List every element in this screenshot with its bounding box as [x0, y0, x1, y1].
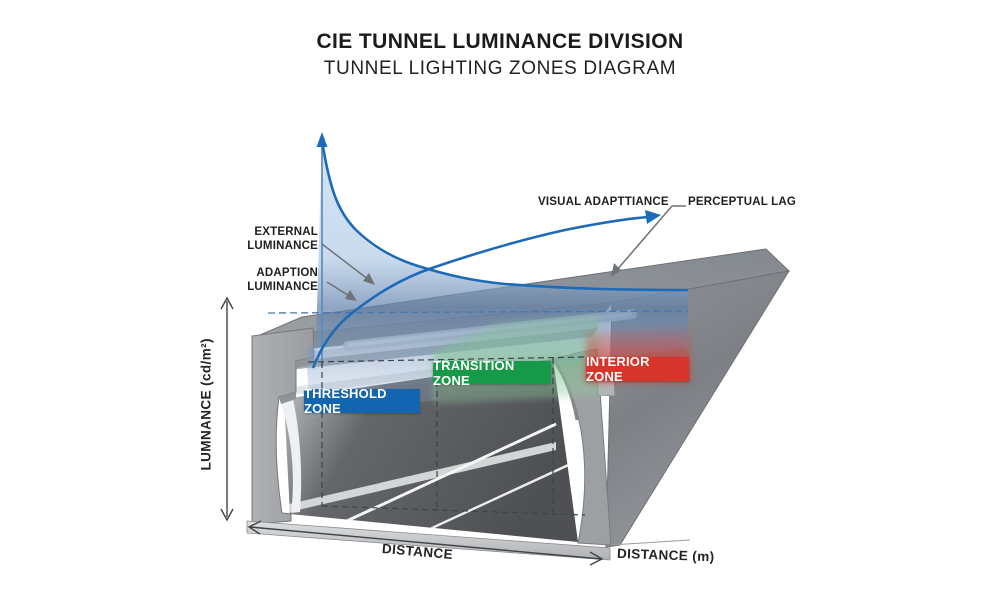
adaption-luminance-line1: ADAPTION — [256, 267, 318, 279]
interior-curb — [285, 442, 556, 513]
y-axis-label: LUMNANCE (cd/m²) — [198, 338, 214, 471]
adaptation-level-dashed-line — [267, 310, 689, 314]
interior-zone-badge: INTERIOR ZONE — [586, 354, 689, 384]
axes — [220, 296, 691, 566]
portal-left-wall — [251, 327, 315, 525]
wall-step-shadow — [279, 392, 296, 404]
zone-boundary-dashes — [307, 356, 587, 516]
luminance-curves — [311, 132, 689, 369]
curve-arrowhead-right — [645, 210, 661, 224]
transition-zone-badge: TRANSITION ZONE — [433, 358, 551, 388]
road-front-strip — [246, 520, 611, 561]
visual-adaptation-label: VISUAL ADAPTTIANCE — [538, 196, 669, 208]
x-axis-arrow — [249, 526, 602, 560]
perceptual-lag-label: PERCEPTUAL LAG — [688, 196, 797, 208]
leader-arrows — [321, 205, 686, 301]
external-luminance-line2: LUMINANCE — [247, 239, 318, 252]
portal-arch-face — [279, 394, 302, 513]
threshold-zone-badge: THRESHOLD ZONE — [304, 386, 420, 416]
external-luminance-curve — [320, 140, 689, 292]
external-luminance-line1: EXTERNAL — [254, 226, 318, 238]
ground-reference-line — [610, 539, 691, 546]
adaption-luminance-line2: LUMINANCE — [247, 280, 318, 293]
lane-stripe — [309, 422, 557, 540]
diagram-title: CIE TUNNEL LUMINANCE DIVISION — [316, 30, 684, 53]
visual-adaptation-curve — [311, 215, 649, 369]
curve-arrowhead-up — [316, 132, 328, 147]
diagram-subtitle: TUNNEL LIGHTING ZONES DIAGRAM — [323, 58, 677, 79]
